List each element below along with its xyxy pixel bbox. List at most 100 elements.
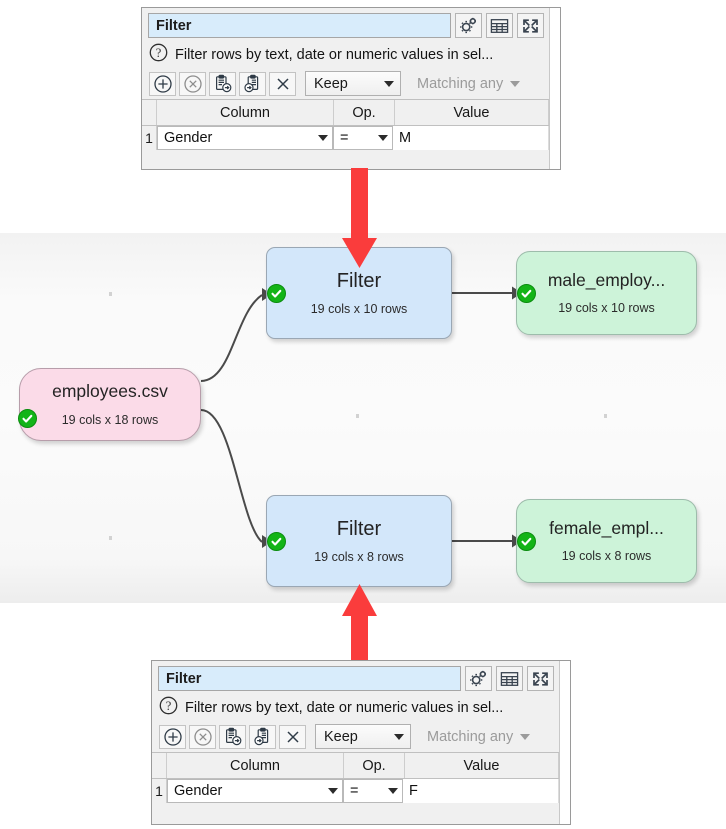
clear-all-icon[interactable] [269, 71, 296, 96]
grid-header-row: Column Op. Value [152, 753, 559, 779]
add-row-icon[interactable] [149, 71, 176, 96]
row-number: 1 [152, 779, 167, 803]
matching-dropdown[interactable]: Matching any [410, 71, 527, 96]
panel-scrollbar-bottom[interactable] [559, 661, 570, 824]
condition-value-input[interactable]: M [393, 126, 549, 150]
chevron-down-icon [510, 80, 521, 87]
node-subtitle: 19 cols x 10 rows [310, 301, 408, 316]
node-title: employees.csv [52, 380, 168, 401]
node-title: female_empl... [549, 517, 664, 538]
svg-text:?: ? [166, 699, 172, 713]
condition-column-select[interactable]: Gender [167, 779, 343, 803]
condition-column-select[interactable]: Gender [157, 126, 333, 150]
clear-all-icon[interactable] [279, 724, 306, 749]
panel-toolbar: Keep Matching any [152, 722, 559, 752]
node-filter-female[interactable]: Filter 19 cols x 8 rows [266, 495, 452, 587]
node-title: Filter [336, 517, 382, 540]
workflow-canvas[interactable]: employees.csv 19 cols x 18 rows Filter 1… [0, 233, 726, 603]
grid-corner-cell [152, 753, 167, 778]
table-row[interactable]: 1 Gender = M [142, 126, 549, 150]
table-grid-icon[interactable] [486, 13, 513, 38]
grid-corner-cell [142, 100, 157, 125]
matching-dropdown[interactable]: Matching any [420, 724, 537, 749]
condition-op-value: = [340, 130, 349, 146]
grid-header-value[interactable]: Value [405, 753, 559, 778]
question-mark-icon[interactable]: ? [149, 43, 168, 67]
connector-links [200, 286, 522, 548]
filter-settings-panel-top: Filter [141, 7, 561, 170]
condition-column-value: Gender [174, 783, 223, 799]
canvas-grid-dot [604, 414, 607, 418]
expand-arrows-icon[interactable] [527, 666, 554, 691]
remove-row-icon[interactable] [179, 71, 206, 96]
paste-from-clipboard-icon[interactable] [249, 724, 276, 749]
chevron-down-icon [394, 733, 404, 740]
settings-gear-icon[interactable] [465, 666, 492, 691]
grid-header-op[interactable]: Op. [344, 753, 405, 778]
copy-to-clipboard-icon[interactable] [209, 71, 236, 96]
question-mark-icon[interactable]: ? [159, 696, 178, 720]
paste-from-clipboard-icon[interactable] [239, 71, 266, 96]
keep-dropdown[interactable]: Keep [315, 724, 411, 749]
condition-op-select[interactable]: = [333, 126, 393, 150]
canvas-grid-dot [356, 414, 359, 418]
settings-gear-icon[interactable] [455, 13, 482, 38]
panel-help-row: ? Filter rows by text, date or numeric v… [152, 695, 559, 722]
copy-to-clipboard-icon[interactable] [219, 724, 246, 749]
status-badge-ok [517, 284, 536, 303]
node-subtitle: 19 cols x 8 rows [561, 549, 652, 563]
panel-help-row: ? Filter rows by text, date or numeric v… [142, 42, 549, 69]
add-row-icon[interactable] [159, 724, 186, 749]
node-subtitle: 19 cols x 8 rows [314, 549, 404, 564]
panel-title-row: Filter [152, 661, 559, 695]
status-badge-ok [267, 532, 286, 551]
node-subtitle: 19 cols x 10 rows [558, 301, 655, 315]
node-title: male_employ... [547, 269, 666, 290]
grid-header-column[interactable]: Column [157, 100, 334, 125]
filter-conditions-grid: Column Op. Value 1 Gender = M [142, 99, 549, 150]
expand-arrows-icon[interactable] [517, 13, 544, 38]
matching-dropdown-value: Matching any [417, 75, 504, 92]
canvas-grid-dot [109, 292, 112, 296]
node-employees-csv[interactable]: employees.csv 19 cols x 18 rows [18, 368, 201, 441]
svg-text:?: ? [156, 46, 162, 60]
grid-header-value[interactable]: Value [395, 100, 549, 125]
condition-value-input[interactable]: F [403, 779, 559, 803]
keep-dropdown-value: Keep [324, 728, 358, 745]
node-male-employees[interactable]: male_employ... 19 cols x 10 rows [516, 251, 697, 335]
filter-settings-panel-bottom: Filter [151, 660, 571, 825]
grid-header-column[interactable]: Column [167, 753, 344, 778]
panel-toolbar: Keep Matching any [142, 69, 549, 99]
keep-dropdown[interactable]: Keep [305, 71, 401, 96]
node-female-employees[interactable]: female_empl... 19 cols x 8 rows [516, 499, 697, 583]
status-badge-ok [517, 532, 536, 551]
panel-help-text: Filter rows by text, date or numeric val… [175, 47, 494, 63]
matching-dropdown-value: Matching any [427, 728, 514, 745]
chevron-down-icon [378, 135, 388, 141]
node-title: Filter [336, 269, 382, 292]
chevron-down-icon [328, 788, 338, 794]
row-number: 1 [142, 126, 157, 150]
filter-conditions-grid: Column Op. Value 1 Gender = F [152, 752, 559, 803]
table-grid-icon[interactable] [496, 666, 523, 691]
chevron-down-icon [384, 80, 394, 87]
panel-help-text: Filter rows by text, date or numeric val… [185, 700, 504, 716]
canvas-grid-dot [109, 536, 112, 540]
table-row[interactable]: 1 Gender = F [152, 779, 559, 803]
grid-header-op[interactable]: Op. [334, 100, 395, 125]
status-badge-ok [267, 284, 286, 303]
panel-name-input[interactable]: Filter [148, 13, 451, 38]
remove-row-icon[interactable] [189, 724, 216, 749]
grid-header-row: Column Op. Value [142, 100, 549, 126]
condition-column-value: Gender [164, 130, 213, 146]
panel-scrollbar-top[interactable] [549, 8, 560, 169]
node-subtitle: 19 cols x 18 rows [61, 413, 159, 427]
condition-op-select[interactable]: = [343, 779, 403, 803]
panel-name-input[interactable]: Filter [158, 666, 461, 691]
chevron-down-icon [388, 788, 398, 794]
annotation-arrow-down [342, 168, 377, 268]
status-badge-ok [18, 409, 37, 428]
chevron-down-icon [318, 135, 328, 141]
chevron-down-icon [520, 733, 531, 740]
keep-dropdown-value: Keep [314, 75, 348, 92]
